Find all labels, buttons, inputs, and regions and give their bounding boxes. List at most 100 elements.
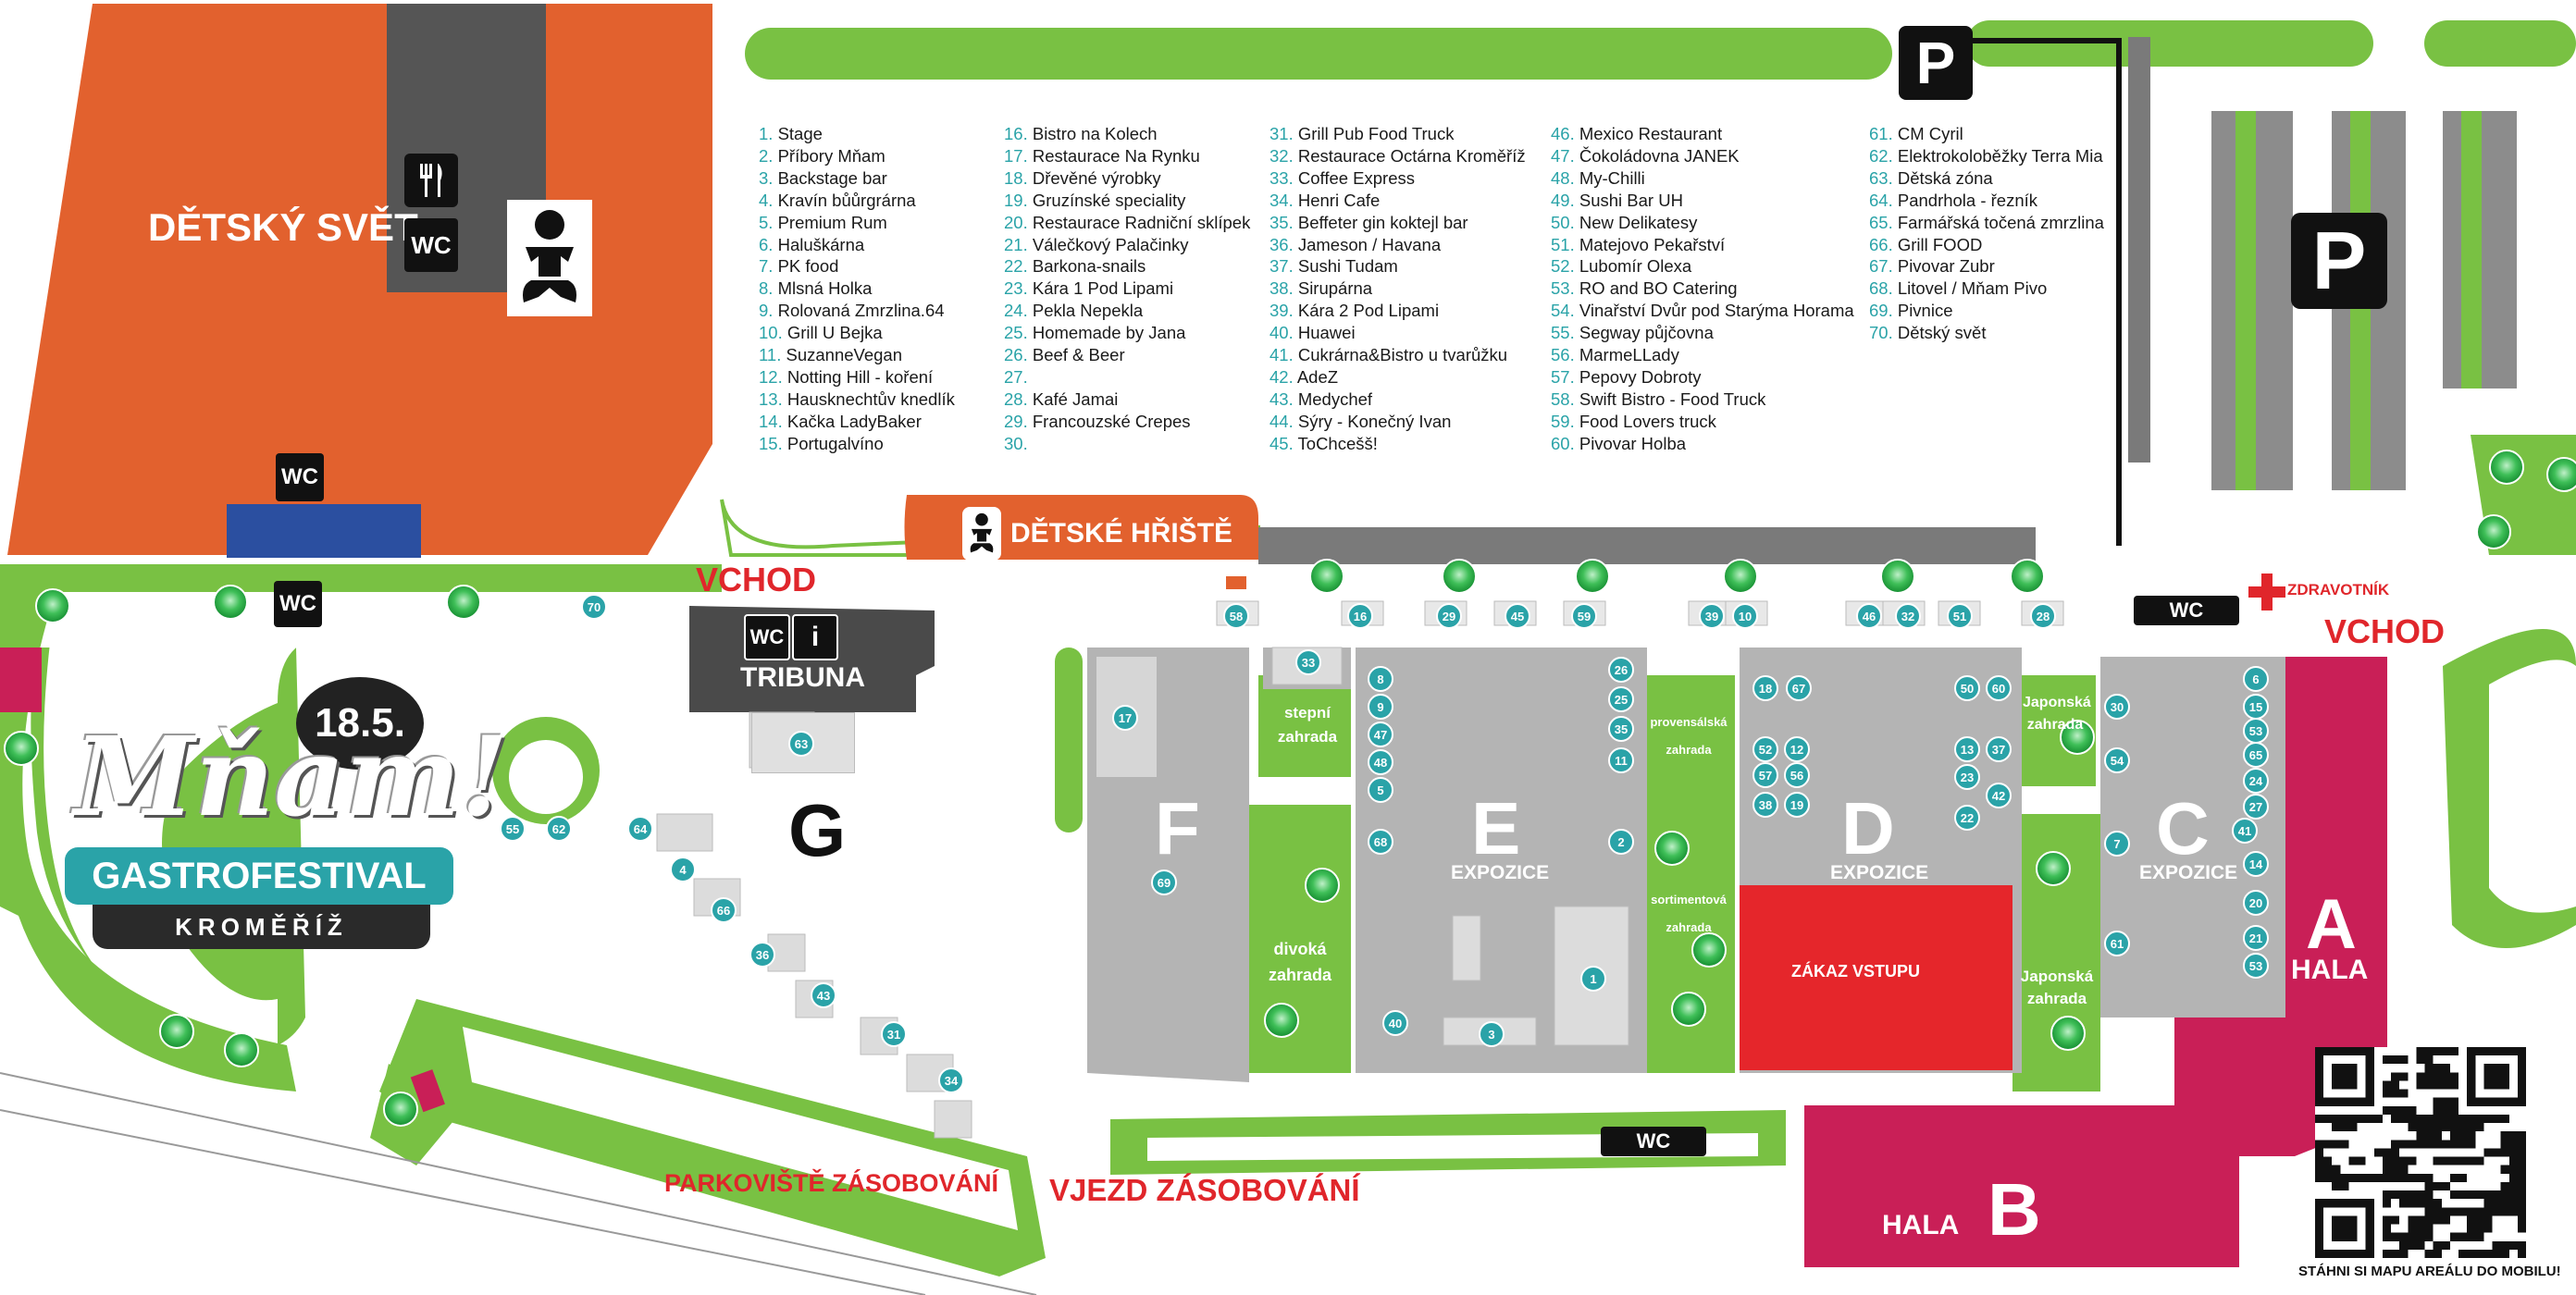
stand-marker-56[interactable]: 56 (1784, 762, 1810, 788)
legend-item: 37. Sushi Tudam (1269, 255, 1526, 278)
stand-marker-51[interactable]: 51 (1947, 603, 1973, 629)
stand-marker-35[interactable]: 35 (1608, 716, 1634, 742)
stand-marker-4[interactable]: 4 (670, 857, 696, 882)
legend-item: 6. Haluškárna (759, 234, 955, 256)
stand-marker-10[interactable]: 10 (1732, 603, 1758, 629)
legend-number: 37. (1269, 256, 1294, 277)
stand-marker-55[interactable]: 55 (500, 816, 526, 842)
stand-marker-21[interactable]: 21 (2243, 925, 2269, 951)
stand-marker-17[interactable]: 17 (1112, 705, 1138, 731)
legend-number: 8. (759, 278, 774, 299)
legend-label: Sýry - Konečný Ivan (1293, 411, 1452, 431)
stand-marker-53[interactable]: 53 (2243, 953, 2269, 979)
stand-marker-60[interactable]: 60 (1986, 675, 2012, 701)
legend-number: 24. (1004, 301, 1028, 321)
stand-marker-59[interactable]: 59 (1571, 603, 1597, 629)
provence-garden-label: provensálská zahrada (1650, 715, 1728, 757)
legend-label: Sushi Tudam (1293, 256, 1398, 277)
stand-marker-11[interactable]: 11 (1608, 747, 1634, 773)
stand-marker-66[interactable]: 66 (711, 897, 737, 923)
stand-marker-31[interactable]: 31 (881, 1021, 907, 1047)
stand-marker-8[interactable]: 8 (1368, 666, 1393, 692)
stand-marker-6[interactable]: 6 (2243, 666, 2269, 692)
stand-marker-63[interactable]: 63 (788, 731, 814, 757)
stand-marker-16[interactable]: 16 (1347, 603, 1373, 629)
legend-number: 60. (1551, 433, 1575, 453)
stand-marker-40[interactable]: 40 (1382, 1010, 1408, 1036)
legend-item: 28. Kafé Jamai (1004, 388, 1250, 411)
stand-marker-62[interactable]: 62 (546, 816, 572, 842)
entrance-left-label: VCHOD (696, 561, 817, 598)
stand-marker-68[interactable]: 68 (1368, 829, 1393, 855)
stand-marker-38[interactable]: 38 (1752, 792, 1778, 818)
stand-marker-46[interactable]: 46 (1856, 603, 1882, 629)
stand-marker-19[interactable]: 19 (1784, 792, 1810, 818)
stand-marker-48[interactable]: 48 (1368, 749, 1393, 775)
stand-marker-34[interactable]: 34 (938, 1067, 964, 1093)
tree (2546, 457, 2576, 492)
stand-marker-15[interactable]: 15 (2243, 694, 2269, 720)
stand-marker-5[interactable]: 5 (1368, 777, 1393, 803)
stand-marker-24[interactable]: 24 (2243, 768, 2269, 794)
stand-marker-70[interactable]: 70 (581, 594, 607, 620)
tree (1671, 992, 1706, 1027)
legend-label: Válečkový Palačinky (1027, 234, 1189, 254)
stand-marker-50[interactable]: 50 (1954, 675, 1980, 701)
legend-item: 41. Cukrárna&Bistro u tvarůžku (1269, 344, 1526, 366)
legend-number: 3. (759, 167, 774, 188)
stand-marker-25[interactable]: 25 (1608, 686, 1634, 712)
legend-label: Pivovar Zubr (1892, 256, 1995, 277)
legend-item: 12. Notting Hill - koření (759, 366, 955, 388)
stand-marker-28[interactable]: 28 (2030, 603, 2056, 629)
stand-marker-61[interactable]: 61 (2104, 931, 2130, 956)
legend-item: 36. Jameson / Havana (1269, 234, 1526, 256)
stand-marker-30[interactable]: 30 (2104, 694, 2130, 720)
stand-marker-7[interactable]: 7 (2104, 831, 2130, 857)
stand-marker-32[interactable]: 32 (1895, 603, 1921, 629)
stand-marker-41[interactable]: 41 (2232, 818, 2258, 844)
stand-marker-36[interactable]: 36 (749, 942, 775, 968)
stand-marker-23[interactable]: 23 (1954, 764, 1980, 790)
stand-marker-43[interactable]: 43 (811, 982, 836, 1008)
stand-marker-20[interactable]: 20 (2243, 890, 2269, 916)
stand-marker-27[interactable]: 27 (2243, 794, 2269, 820)
stand-marker-12[interactable]: 12 (1784, 736, 1810, 762)
legend-label: Restaurace Na Rynku (1027, 145, 1200, 166)
stand-marker-33[interactable]: 33 (1295, 649, 1321, 675)
legend-number: 46. (1551, 124, 1575, 143)
legend-label: CM Cyril (1892, 124, 1963, 143)
tree (224, 1032, 259, 1067)
legend-number: 57. (1551, 366, 1575, 387)
legend-number: 43. (1269, 388, 1294, 409)
legend-item: 45. ToChcešš! (1269, 433, 1526, 455)
stand-marker-53[interactable]: 53 (2243, 718, 2269, 744)
stand-marker-52[interactable]: 52 (1752, 736, 1778, 762)
legend-item: 62. Elektrokoloběžky Terra Mia (1869, 145, 2104, 167)
qr-code[interactable] (2315, 1047, 2526, 1258)
stand-marker-29[interactable]: 29 (1436, 603, 1462, 629)
stand-marker-18[interactable]: 18 (1752, 675, 1778, 701)
stand-marker-9[interactable]: 9 (1368, 694, 1393, 720)
legend-item: 52. Lubomír Olexa (1551, 255, 1854, 278)
stand-marker-64[interactable]: 64 (627, 816, 653, 842)
stand-marker-22[interactable]: 22 (1954, 805, 1980, 831)
stand-marker-47[interactable]: 47 (1368, 722, 1393, 747)
legend-label: Jameson / Havana (1293, 234, 1442, 254)
stand-marker-3[interactable]: 3 (1479, 1021, 1505, 1047)
stand-marker-58[interactable]: 58 (1223, 603, 1249, 629)
legend-number: 10. (759, 323, 783, 343)
stand-marker-14[interactable]: 14 (2243, 851, 2269, 877)
stand-marker-67[interactable]: 67 (1786, 675, 1812, 701)
stand-marker-37[interactable]: 37 (1986, 736, 2012, 762)
stand-marker-69[interactable]: 69 (1151, 870, 1177, 895)
stand-marker-13[interactable]: 13 (1954, 736, 1980, 762)
stand-marker-26[interactable]: 26 (1608, 657, 1634, 683)
stand-marker-39[interactable]: 39 (1699, 603, 1725, 629)
stand-marker-42[interactable]: 42 (1986, 783, 2012, 808)
stand-marker-57[interactable]: 57 (1752, 762, 1778, 788)
stand-marker-54[interactable]: 54 (2104, 747, 2130, 773)
stand-marker-2[interactable]: 2 (1608, 829, 1634, 855)
stand-marker-1[interactable]: 1 (1580, 966, 1606, 992)
stand-marker-45[interactable]: 45 (1505, 603, 1530, 629)
stand-marker-65[interactable]: 65 (2243, 742, 2269, 768)
